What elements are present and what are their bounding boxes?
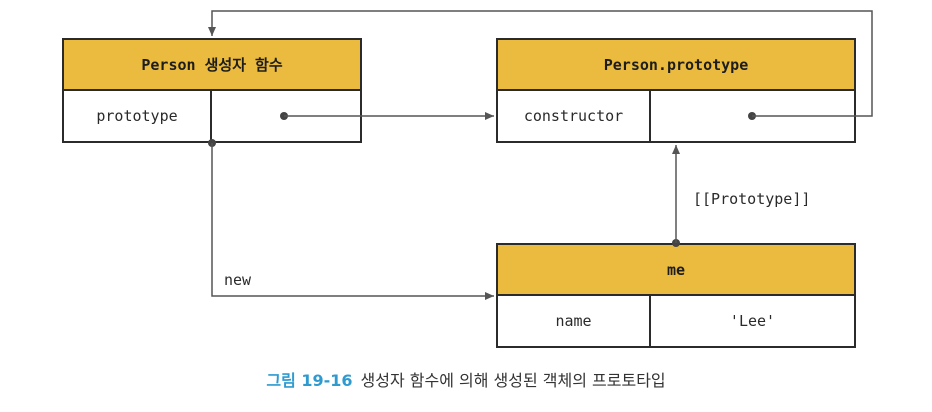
person-constructor-value-cell — [212, 91, 362, 143]
person-constructor-title: Person 생성자 함수 — [141, 56, 283, 74]
name-property-value: 'Lee' — [729, 312, 776, 330]
figure-caption: 그림 19-16 생성자 함수에 의해 생성된 객체의 프로토타입 — [0, 367, 932, 391]
constructor-property-label: constructor — [523, 107, 624, 125]
new-edge-arrow — [211, 143, 494, 300]
person-prototype-title: Person.prototype — [603, 55, 749, 74]
person-prototype-header: Person.prototype — [496, 38, 856, 91]
figure-number: 그림 19-16 — [266, 371, 353, 390]
proto-link-label: [[Prototype]] — [693, 190, 811, 208]
me-object-key-cell: name — [496, 296, 651, 348]
me-object-header: me — [496, 243, 856, 296]
name-property-label: name — [555, 312, 592, 330]
figure-caption-text: 생성자 함수에 의해 생성된 객체의 프로토타입 — [360, 371, 666, 390]
person-constructor-key-cell: prototype — [62, 91, 212, 143]
new-edge-label: new — [224, 271, 252, 289]
person-constructor-header: Person 생성자 함수 — [62, 38, 362, 91]
me-object-value-cell: 'Lee' — [651, 296, 856, 348]
person-prototype-key-cell: constructor — [496, 91, 651, 143]
person-prototype-value-cell — [651, 91, 856, 143]
me-object-title: me — [666, 260, 686, 279]
prototype-property-label: prototype — [96, 107, 178, 125]
